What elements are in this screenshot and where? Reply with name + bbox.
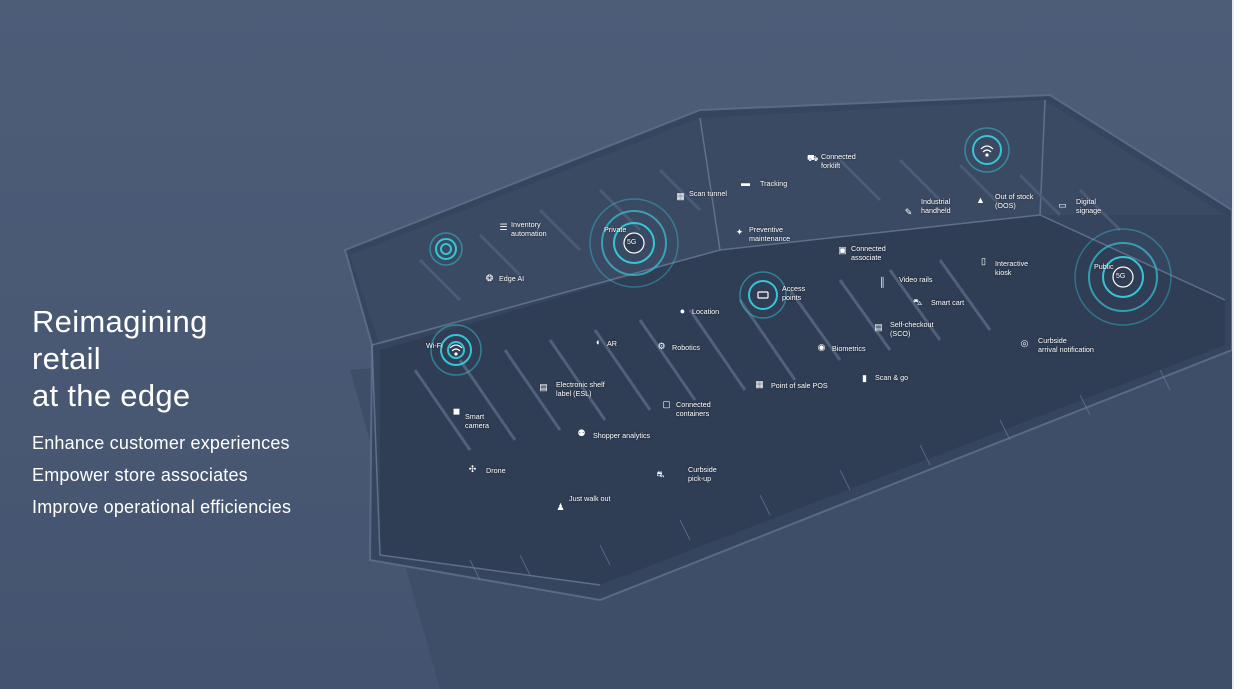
label-shopper-analytics: Shopper analytics — [593, 431, 651, 440]
truck-icon: ▬ — [741, 178, 750, 188]
inventory-icon: ☰ — [499, 222, 508, 232]
headline: Reimagining retail at the edge — [32, 303, 208, 414]
people-icon: ⚉ — [577, 428, 586, 438]
label-public-5g: Public — [1094, 262, 1114, 271]
warning-icon: ▲ — [976, 195, 985, 205]
label-point-of-sale: Point of sale POS — [771, 381, 828, 390]
scan-tunnel-icon: ▦ — [676, 191, 685, 201]
label-scan-and-go: Scan & go — [875, 373, 909, 382]
public-5g-badge: 5G — [1116, 273, 1126, 280]
benefit-item: Enhance customer experiences — [32, 433, 290, 453]
handheld-scanner-icon: ✎ — [904, 207, 913, 217]
phone-scan-icon: ▮ — [862, 373, 867, 383]
notification-icon: ◎ — [1020, 338, 1029, 348]
benefit-list: Enhance customer experiences Empower sto… — [32, 427, 291, 523]
label-just-walk-out: Just walk out — [569, 494, 611, 503]
label-edge-ai: Edge AI — [499, 274, 525, 283]
checkout-icon: ▤ — [874, 322, 883, 332]
benefit-item: Improve operational efficiencies — [32, 497, 292, 517]
kiosk-icon: ▯ — [981, 256, 986, 266]
label-smart-cart: Smart cart — [931, 298, 965, 307]
brain-icon: ❂ — [485, 273, 494, 283]
drone-icon: ✣ — [468, 464, 477, 474]
label-location: Location — [692, 307, 720, 316]
headline-line-3: at the edge — [32, 378, 191, 413]
label-drone: Drone — [486, 466, 506, 475]
shelf-label-icon: ▤ — [539, 382, 548, 392]
headline-line-1: Reimagining — [32, 304, 208, 339]
label-out-of-stock: Out of stock(OOS) — [995, 192, 1034, 210]
private-5g-badge: 5G — [627, 239, 637, 246]
fingerprint-icon: ◉ — [817, 342, 826, 352]
label-self-checkout: Self-checkout(SCO) — [890, 320, 934, 338]
ar-headset-icon: ◐ — [595, 337, 602, 347]
forklift-icon: ⛟ — [807, 153, 819, 163]
label-scan-tunnel: Scan tunnel — [689, 189, 727, 198]
robot-arm-icon: ⚙ — [657, 341, 666, 351]
car-icon: ⛐ — [656, 469, 665, 479]
camera-icon: ◼ — [452, 406, 461, 416]
barcode-icon: ║ — [879, 277, 886, 287]
label-biometrics: Biometrics — [832, 344, 866, 353]
label-video-rails: Video rails — [899, 275, 933, 284]
label-private-5g: Private — [604, 225, 627, 234]
associate-badge-icon: ▣ — [838, 245, 847, 255]
container-icon: ▢ — [662, 399, 671, 409]
pos-terminal-icon: ▦ — [755, 379, 764, 389]
label-tracking: Tracking — [760, 179, 788, 188]
wrench-icon: ✦ — [735, 227, 744, 237]
wireless-coverage-rings — [429, 127, 1172, 376]
walking-person-icon: ♟ — [556, 502, 565, 512]
label-wifi: Wi-Fi — [426, 341, 443, 350]
label-robotics: Robotics — [672, 343, 700, 352]
benefit-item: Empower store associates — [32, 465, 248, 485]
location-pin-icon: ● — [679, 306, 686, 316]
label-ar: AR — [607, 339, 617, 348]
monitor-icon: ▭ — [1058, 200, 1067, 210]
headline-line-2: retail — [32, 341, 101, 376]
cart-icon: ⛍ — [913, 297, 923, 307]
